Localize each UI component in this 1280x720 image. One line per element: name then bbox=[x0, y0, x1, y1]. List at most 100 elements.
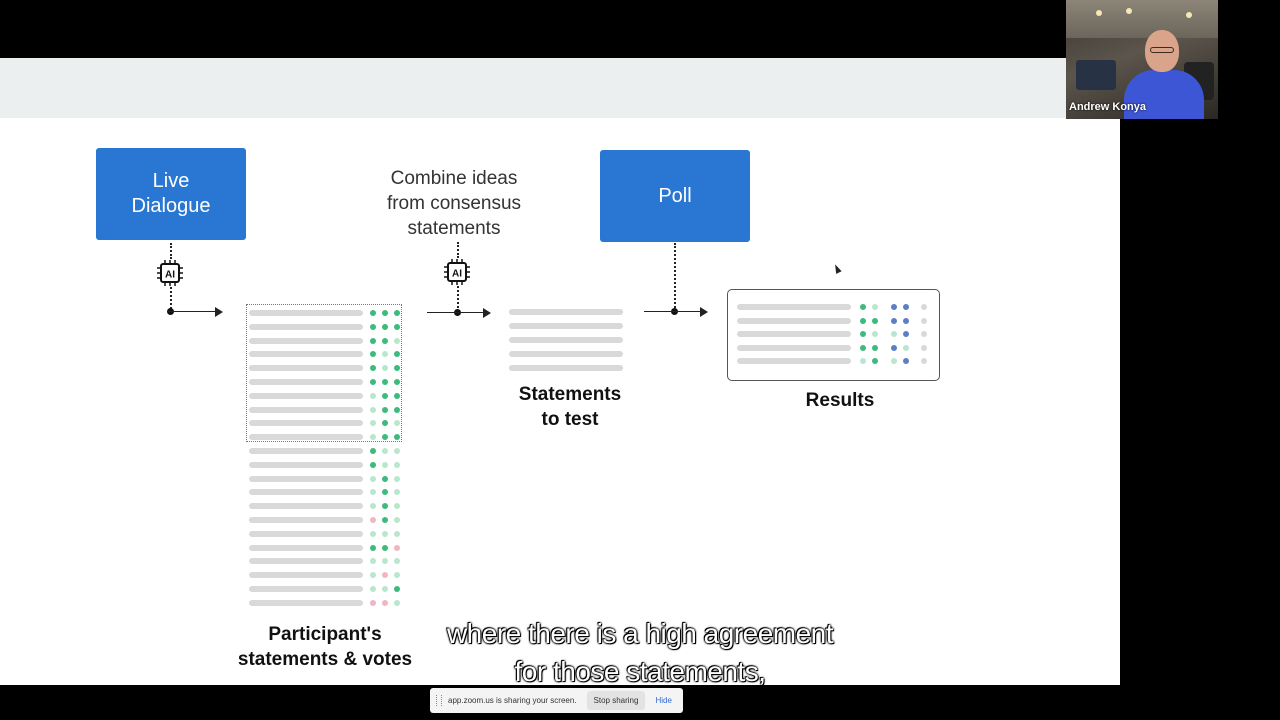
statement-bar bbox=[249, 434, 363, 441]
statement-bar bbox=[249, 530, 363, 537]
vote-dot bbox=[394, 530, 400, 537]
hide-button[interactable]: Hide bbox=[655, 696, 672, 705]
vote-dot bbox=[394, 475, 400, 482]
combine-ideas-label: Combine ideas from consensus statements bbox=[386, 168, 522, 239]
statement-bar bbox=[249, 420, 363, 427]
consensus-selection-box bbox=[246, 304, 402, 442]
video-ceiling-light bbox=[1126, 8, 1132, 14]
vote-dot bbox=[860, 317, 866, 324]
vote-dot bbox=[382, 572, 388, 579]
vote-dot bbox=[394, 310, 400, 316]
ai-chip-icon: AI bbox=[157, 260, 183, 286]
connector-dotted bbox=[457, 286, 459, 308]
statements-to-test-label: Statements to test bbox=[518, 384, 622, 430]
vote-dot bbox=[860, 358, 866, 364]
vote-dot bbox=[891, 304, 897, 310]
vote-dot bbox=[394, 503, 400, 510]
flow-arrow bbox=[167, 306, 223, 318]
connector-dotted bbox=[674, 243, 676, 308]
vote-dot bbox=[921, 331, 927, 337]
vote-dot bbox=[872, 358, 878, 364]
subtitle-line-1: where there is a high agreement bbox=[446, 618, 834, 649]
vote-dot bbox=[382, 530, 388, 537]
vote-dot bbox=[370, 448, 376, 454]
connector-dotted bbox=[170, 243, 172, 259]
flow-arrow bbox=[644, 306, 708, 318]
vote-dot bbox=[394, 599, 400, 606]
video-ceiling-light bbox=[1096, 10, 1102, 16]
statement-bar bbox=[249, 489, 363, 496]
ai-chip-icon: AI bbox=[444, 259, 470, 285]
vote-dot bbox=[394, 572, 400, 579]
share-status-text: app.zoom.us is sharing your screen. bbox=[448, 696, 577, 705]
vote-dot bbox=[394, 448, 400, 454]
vote-dot bbox=[921, 304, 927, 310]
subtitle-line-2: for those statements, bbox=[514, 656, 766, 687]
statement-bar bbox=[249, 337, 363, 344]
vote-dot bbox=[382, 323, 388, 330]
connector-dotted bbox=[457, 242, 459, 258]
drag-handle-icon[interactable] bbox=[436, 695, 442, 706]
vote-dot bbox=[394, 351, 400, 358]
vote-dot bbox=[921, 344, 927, 351]
vote-dot bbox=[394, 379, 400, 385]
statement-bar bbox=[249, 365, 363, 372]
participant-shirt bbox=[1124, 70, 1204, 119]
vote-dot bbox=[382, 544, 388, 551]
vote-dot bbox=[382, 599, 388, 606]
vote-dot bbox=[394, 586, 400, 592]
video-background-desk bbox=[1076, 60, 1116, 90]
vote-dot bbox=[370, 420, 376, 427]
vote-dot bbox=[394, 544, 400, 551]
statement-bar bbox=[249, 448, 363, 454]
screen-share-bar: app.zoom.us is sharing your screen. Stop… bbox=[430, 688, 683, 713]
vote-dot bbox=[382, 558, 388, 565]
vote-dot bbox=[891, 331, 897, 337]
vote-dot bbox=[382, 406, 388, 413]
ai-chip-text: AI bbox=[165, 270, 175, 281]
vote-dot bbox=[903, 304, 909, 310]
vote-dot bbox=[921, 317, 927, 324]
vote-dot bbox=[382, 586, 388, 592]
live-dialogue-box: Live Dialogue bbox=[96, 148, 246, 240]
participants-statements-label: Participant's statements & votes bbox=[237, 624, 413, 670]
vote-dot bbox=[872, 331, 878, 337]
vote-dot bbox=[370, 599, 376, 606]
vote-dot bbox=[394, 323, 400, 330]
vote-dot bbox=[370, 392, 376, 399]
vote-dot bbox=[382, 461, 388, 468]
vote-dot bbox=[394, 517, 400, 523]
participant-video-tile[interactable] bbox=[1066, 0, 1218, 119]
vote-dot bbox=[891, 358, 897, 364]
vote-dot bbox=[382, 448, 388, 454]
vote-dot bbox=[382, 310, 388, 316]
vote-dot bbox=[394, 392, 400, 399]
flow-arrow bbox=[427, 307, 491, 319]
vote-dot bbox=[872, 304, 878, 310]
video-ceiling-light bbox=[1186, 12, 1192, 18]
vote-dot bbox=[370, 503, 376, 510]
vote-dot bbox=[872, 344, 878, 351]
vote-dot bbox=[370, 517, 376, 523]
statement-bar bbox=[249, 379, 363, 385]
slide-header-band bbox=[0, 58, 1066, 118]
vote-dot bbox=[382, 434, 388, 441]
vote-dot bbox=[370, 572, 376, 579]
vote-dot bbox=[394, 337, 400, 344]
vote-dot bbox=[370, 406, 376, 413]
vote-dot bbox=[860, 331, 866, 337]
statement-bar bbox=[249, 572, 363, 579]
vote-dot bbox=[370, 475, 376, 482]
vote-dot bbox=[370, 544, 376, 551]
vote-dot bbox=[921, 358, 927, 364]
vote-dot bbox=[394, 365, 400, 372]
test-statement-bar bbox=[509, 351, 623, 357]
test-statement-bar bbox=[509, 309, 623, 315]
vote-dot bbox=[903, 358, 909, 364]
vote-dot bbox=[370, 365, 376, 372]
vote-dot bbox=[382, 420, 388, 427]
stop-sharing-button[interactable]: Stop sharing bbox=[586, 691, 646, 710]
results-label: Results bbox=[805, 390, 875, 411]
vote-dot bbox=[394, 434, 400, 441]
poll-box: Poll bbox=[600, 150, 750, 242]
